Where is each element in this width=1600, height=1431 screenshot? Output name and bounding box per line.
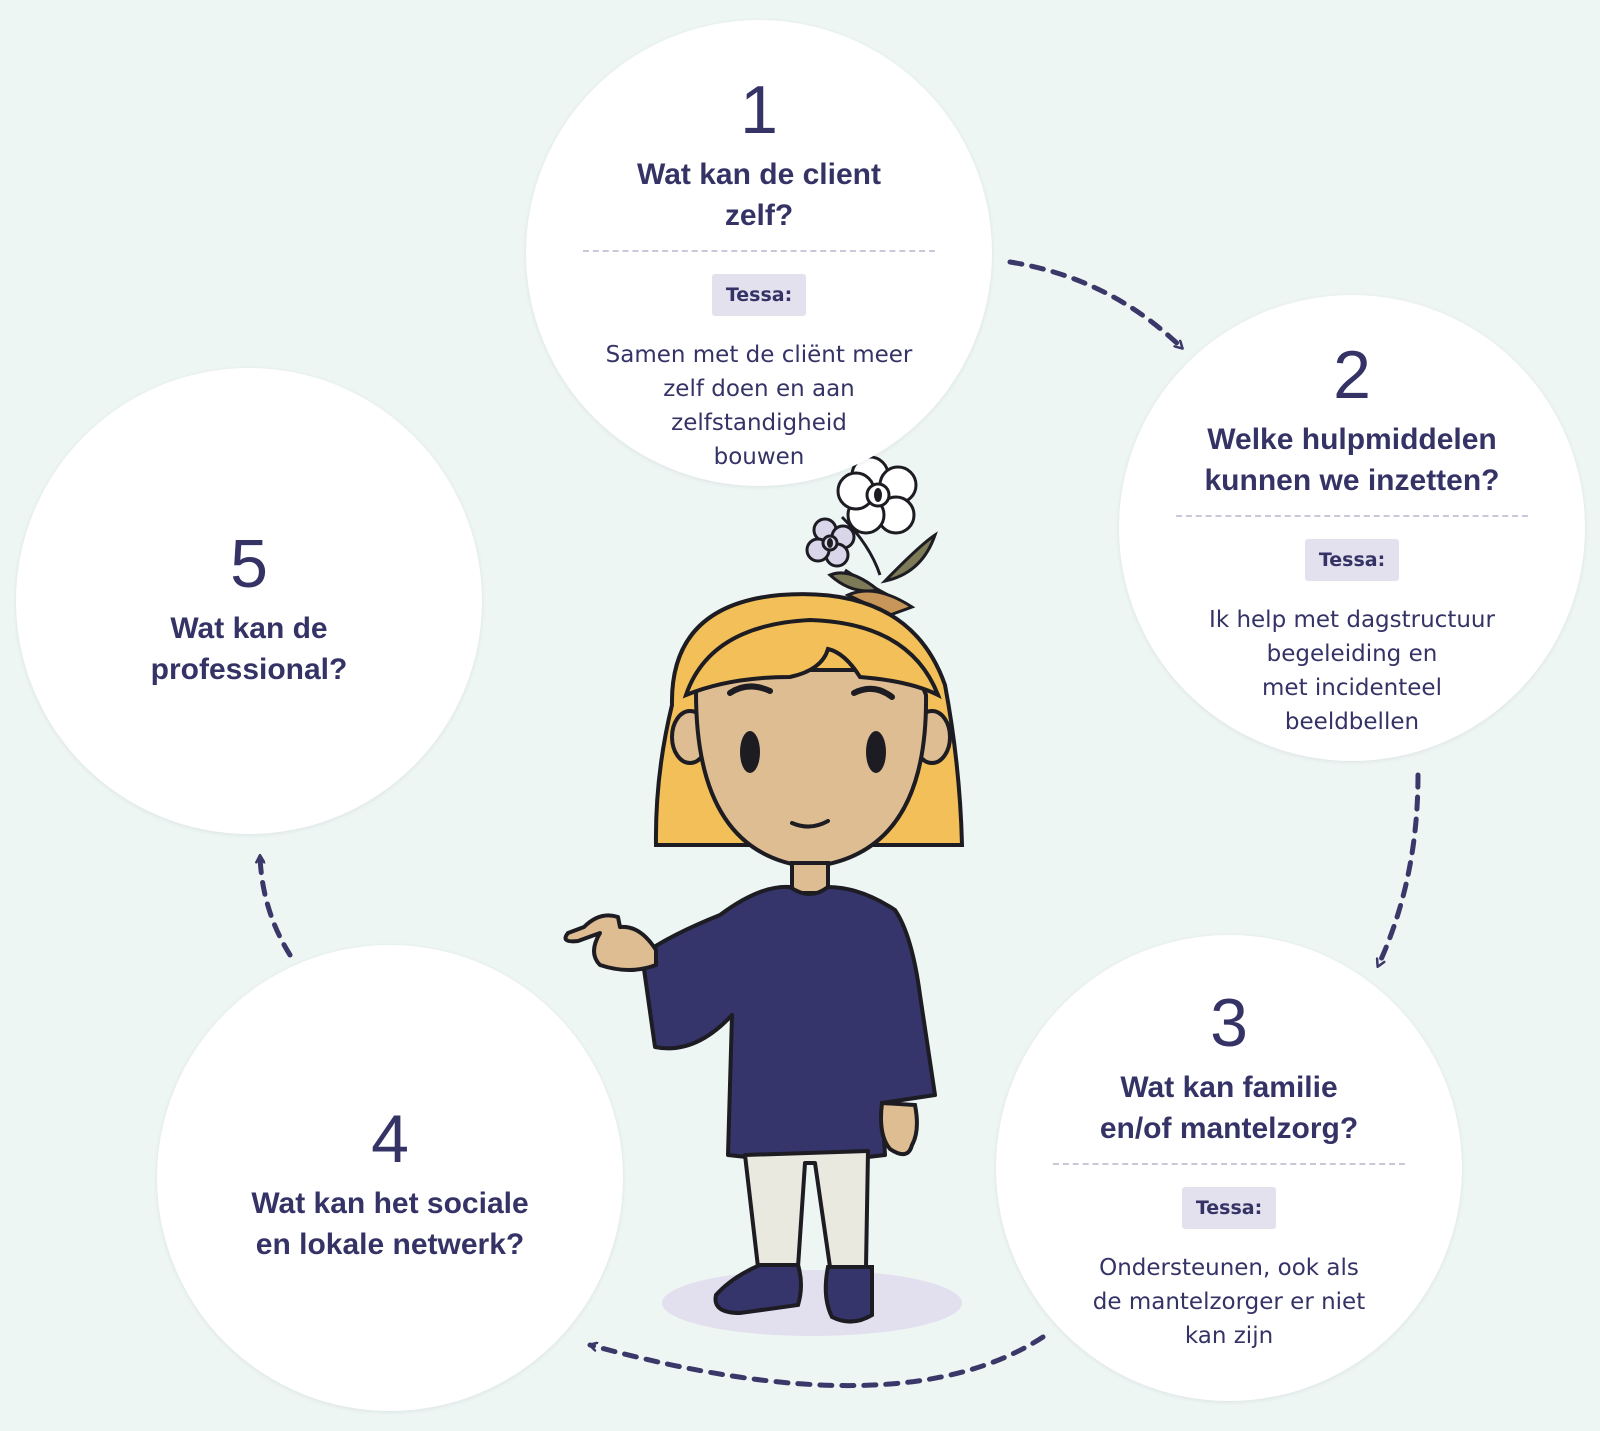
arrow-1-to-2-icon bbox=[1007, 259, 1185, 351]
step-question: Welke hulpmiddelen kunnen we inzetten? bbox=[1204, 423, 1500, 497]
step-number: 1 bbox=[740, 72, 778, 148]
shoe-icon bbox=[713, 1263, 803, 1316]
ground-shadow bbox=[662, 1270, 962, 1336]
tessa-illustration bbox=[563, 455, 965, 1336]
hand bbox=[563, 913, 658, 972]
flower-icon bbox=[805, 455, 938, 617]
step-answer: Ondersteunen, ook als de mantelzorger er… bbox=[1092, 1255, 1366, 1349]
shoe-icon bbox=[823, 1265, 874, 1324]
step-question: Wat kan de client zelf? bbox=[637, 158, 881, 232]
step-number: 3 bbox=[1210, 985, 1248, 1061]
step-question: Wat kan de professional? bbox=[150, 612, 348, 686]
tessa-tag: Tessa: bbox=[1181, 1187, 1277, 1229]
arrow-4-to-5-icon bbox=[260, 853, 293, 958]
divider bbox=[1053, 1163, 1405, 1165]
trousers bbox=[743, 1149, 870, 1269]
step-question: Wat kan het sociale en lokale netwerk? bbox=[251, 1187, 529, 1261]
step-answer: Ik help met dagstructuur begeleiding en … bbox=[1209, 607, 1495, 735]
step-circle-1: 1 Wat kan de client zelf? Tessa: Samen m… bbox=[526, 20, 992, 486]
step-answer: Samen met de cliënt meer zelf doen en aa… bbox=[605, 342, 913, 470]
arrow-2-to-3-icon bbox=[1375, 772, 1421, 969]
step-circle-4: 4 Wat kan het sociale en lokale netwerk? bbox=[157, 945, 623, 1411]
step-number: 5 bbox=[230, 526, 268, 602]
divider bbox=[583, 250, 935, 252]
divider bbox=[1176, 515, 1528, 517]
step-number: 4 bbox=[371, 1101, 409, 1177]
step-circle-2: 2 Welke hulpmiddelen kunnen we inzetten?… bbox=[1119, 295, 1585, 761]
step-circle-5: 5 Wat kan de professional? bbox=[16, 368, 482, 834]
eye-icon bbox=[740, 731, 760, 773]
eye-icon bbox=[866, 731, 886, 773]
step-question: Wat kan familie en/of mantelzorg? bbox=[1099, 1071, 1359, 1145]
arrow-3-to-4-icon bbox=[587, 1334, 1046, 1388]
step-circle-3: 3 Wat kan familie en/of mantelzorg? Tess… bbox=[996, 935, 1462, 1401]
step-number: 2 bbox=[1333, 337, 1371, 413]
tessa-tag: Tessa: bbox=[711, 274, 807, 316]
sweater bbox=[640, 884, 937, 1162]
tessa-tag: Tessa: bbox=[1304, 539, 1400, 581]
